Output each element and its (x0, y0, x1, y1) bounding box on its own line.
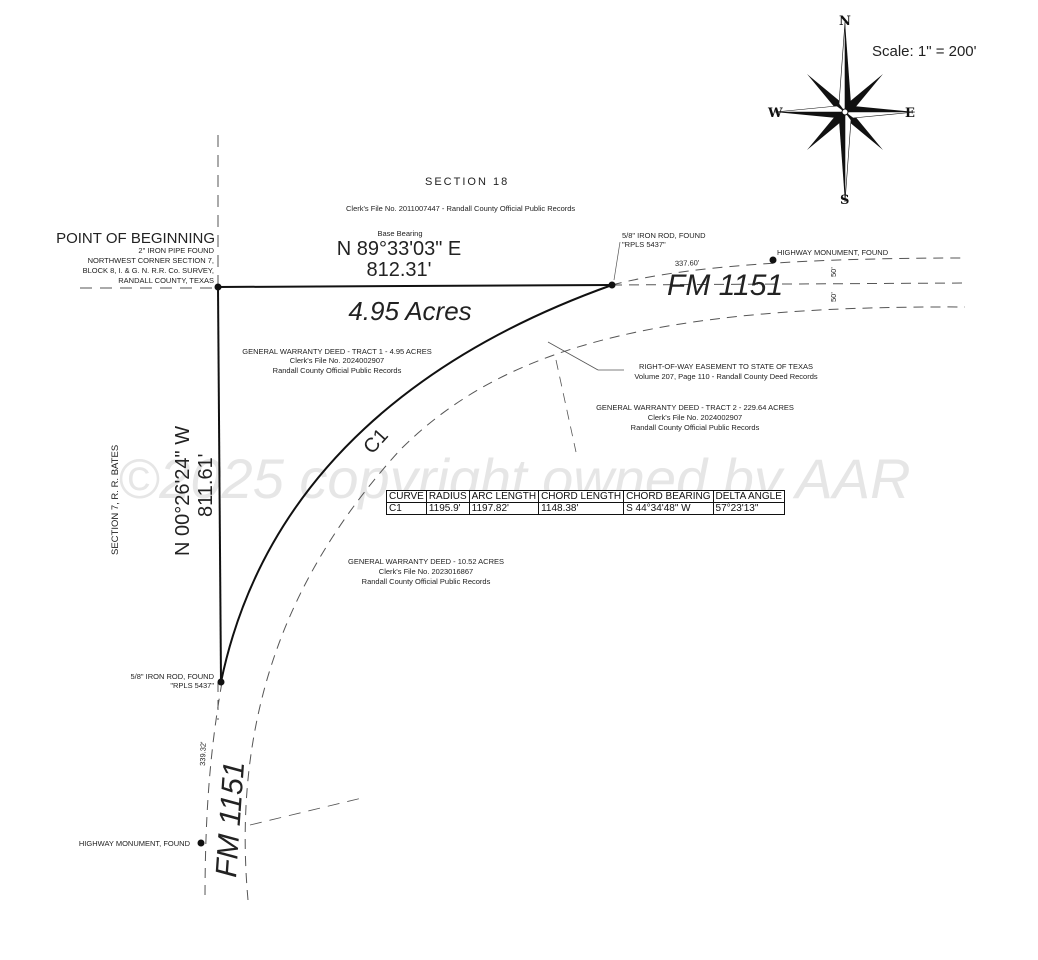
curve-table-cell: C1 (386, 502, 427, 515)
tract-boundary-south (249, 797, 363, 826)
curve-table: CURVE RADIUS ARC LENGTH CHORD LENGTH CHO… (386, 490, 785, 515)
pob-line-1: 2" IRON PIPE FOUND (138, 246, 214, 255)
dist-339: 339.32' (198, 741, 208, 766)
pob-title: POINT OF BEGINNING (56, 230, 215, 247)
curve-table-row: C1 1195.9' 1197.82' 1148.38' S 44°34'48"… (386, 502, 785, 515)
compass-west: W (767, 106, 783, 121)
compass-rose-icon (774, 21, 916, 203)
deed-1052-line-2: Clerk's File No. 2023016867 (379, 567, 473, 576)
row-easement-line-2: Volume 207, Page 110 - Randall County De… (634, 372, 818, 381)
iron-rod-sw-line-2: "RPLS 5437" (170, 681, 214, 690)
pob-line-2: NORTHWEST CORNER SECTION 7, (88, 256, 214, 265)
curve-table-cell: 1195.9' (425, 502, 470, 515)
curve-c1 (220, 284, 613, 683)
section-18-label: SECTION 18 (425, 176, 509, 188)
curve-table-header: CHORD LENGTH (538, 490, 625, 503)
pob-line-4: RANDALL COUNTY, TEXAS (118, 276, 214, 285)
easement-leader (547, 341, 599, 371)
road-label-east: FM 1151 (667, 269, 783, 302)
tract1-line-1: GENERAL WARRANTY DEED - TRACT 1 - 4.95 A… (242, 347, 432, 356)
west-distance: 811.61' (195, 453, 217, 517)
deed-1052-line-1: GENERAL WARRANTY DEED - 10.52 ACRES (348, 557, 504, 566)
curve-table-cell: 57°23'13" (712, 502, 785, 515)
curve-table-cell: S 44°34'48" W (623, 502, 714, 515)
west-boundary (217, 286, 222, 683)
highway-monument-sw-marker (197, 839, 205, 847)
compass-south: S (840, 193, 849, 208)
tract2-line-3: Randall County Official Public Records (631, 423, 760, 432)
row-line-south (244, 306, 966, 901)
curve-table-header: RADIUS (425, 490, 470, 503)
highway-monument-ne-label: HIGHWAY MONUMENT, FOUND (777, 248, 889, 257)
curve-table-cell: 1197.82' (468, 502, 540, 515)
north-distance: 812.31' (367, 259, 432, 281)
compass-east: E (905, 106, 915, 121)
iron-rod-sw-line-1: 5/8" IRON ROD, FOUND (130, 672, 214, 681)
iron-rod-ne-line-2: "RPLS 5437" (622, 240, 666, 249)
curve-table-header: ARC LENGTH (468, 490, 540, 503)
section-7-label: SECTION 7, R. R. BATES (110, 445, 121, 555)
pob-line-3: BLOCK 8, I. & G. N. R.R. Co. SURVEY, (83, 266, 214, 275)
section-18-clerk: Clerk's File No. 2011007447 - Randall Co… (346, 204, 575, 213)
road-label-south: FM 1151 (210, 760, 251, 878)
curve-table-cell: 1148.38' (538, 502, 625, 515)
point-of-beginning-marker (214, 283, 222, 291)
curve-table-header: CHORD BEARING (623, 490, 714, 503)
iron-rod-ne-leader (613, 241, 621, 281)
iron-rod-sw-marker (217, 678, 225, 686)
tract2-line-2: Clerk's File No. 2024002907 (648, 413, 742, 422)
acreage-label: 4.95 Acres (348, 296, 471, 326)
width-50-north: 50' (829, 267, 838, 277)
row-line-north (611, 257, 966, 286)
curve-table-header: DELTA ANGLE (712, 490, 785, 503)
tract-boundary-dashed (555, 359, 577, 453)
tract1-line-2: Clerk's File No. 2024002907 (290, 356, 384, 365)
compass-north: N (839, 14, 851, 29)
tract1-line-3: Randall County Official Public Records (273, 366, 402, 375)
curve-table-header: CURVE (386, 490, 427, 503)
north-bearing: N 89°33'03" E (337, 238, 462, 260)
tract2-line-1: GENERAL WARRANTY DEED - TRACT 2 - 229.64… (596, 403, 794, 412)
curve-table-header-row: CURVE RADIUS ARC LENGTH CHORD LENGTH CHO… (386, 490, 785, 503)
base-bearing-label: Base Bearing (377, 229, 422, 238)
scale-label: Scale: 1" = 200' (872, 43, 977, 60)
row-easement-line-1: RIGHT-OF-WAY EASEMENT TO STATE OF TEXAS (639, 362, 813, 371)
west-bearing: N 00°26'24" W (172, 426, 194, 556)
dist-337: 337.60' (675, 258, 700, 268)
deed-1052-line-3: Randall County Official Public Records (362, 577, 491, 586)
row-line-west (204, 681, 223, 901)
iron-rod-ne-line-1: 5/8" IRON ROD, FOUND (622, 231, 706, 240)
iron-rod-ne-marker (608, 281, 616, 289)
highway-monument-sw-label: HIGHWAY MONUMENT, FOUND (79, 839, 191, 848)
road-centerline-east (611, 282, 966, 286)
width-50-south: 50' (829, 292, 838, 302)
north-boundary (217, 284, 613, 288)
highway-monument-ne-marker (769, 256, 777, 264)
